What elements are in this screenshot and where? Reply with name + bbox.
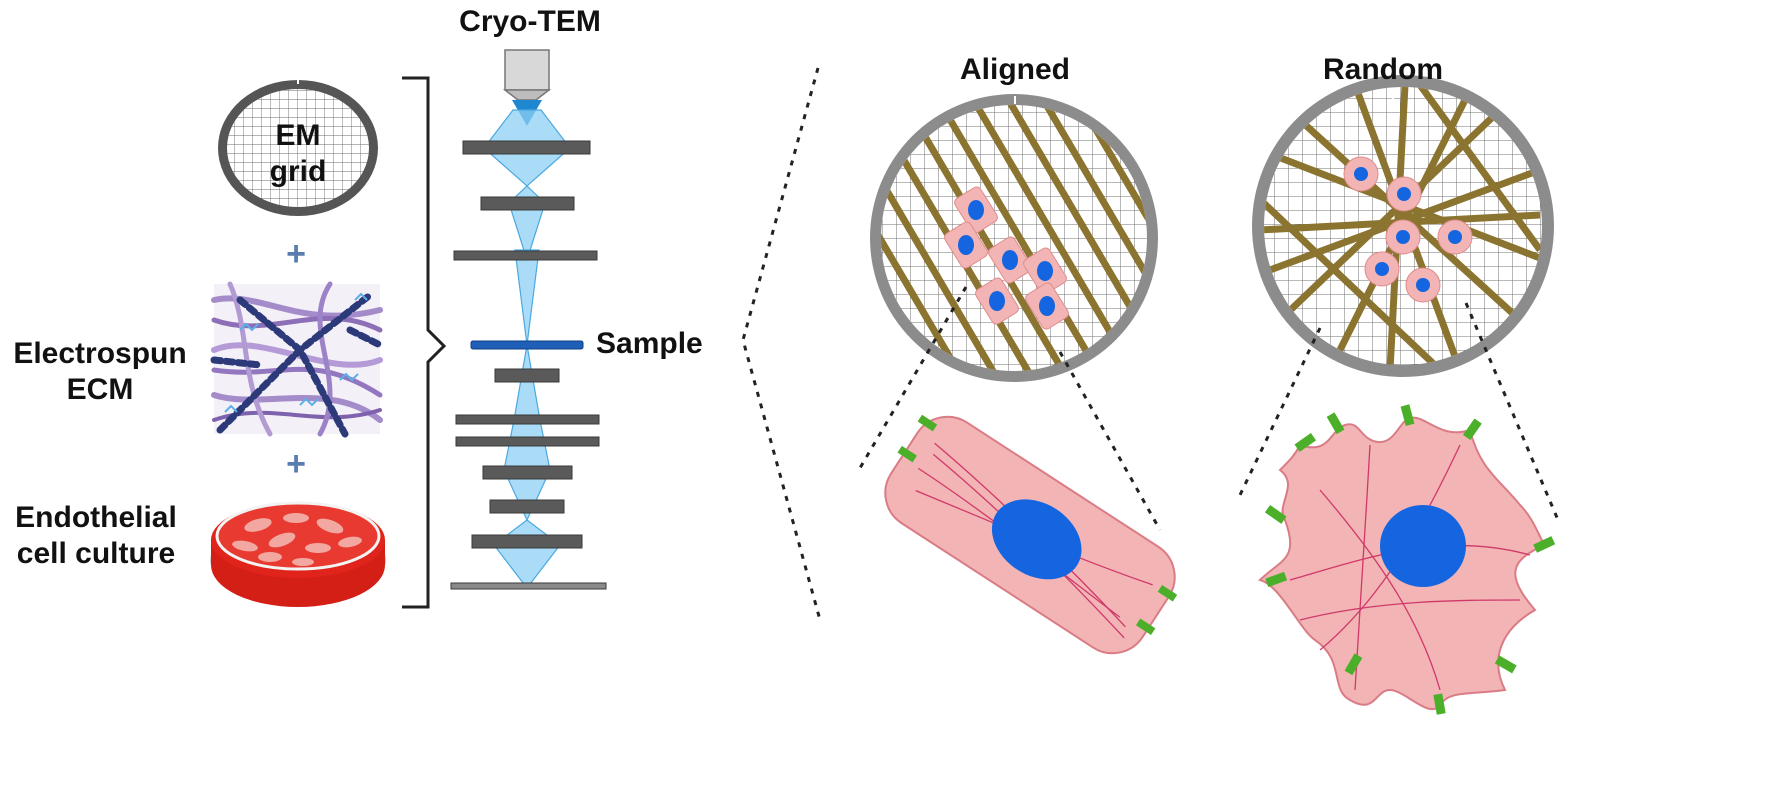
electrospun-label: Electrospun ECM xyxy=(0,336,200,408)
electrospun-label-line1: Electrospun xyxy=(13,337,187,370)
electrospun-label-line2: ECM xyxy=(66,373,134,406)
em-grid-label: EM grid xyxy=(228,118,368,190)
plus-sign: + xyxy=(286,445,306,483)
zoom-line xyxy=(1058,351,1162,531)
cryo-tem-label: Cryo-TEM xyxy=(459,5,601,38)
endothelial-label: Endothelial cell culture xyxy=(0,500,192,572)
aligned-cell-icon xyxy=(884,414,1178,655)
bracket-icon xyxy=(402,76,447,609)
random-cell-icon xyxy=(1258,404,1556,715)
em-grid-label-line1: EM xyxy=(275,119,321,152)
aligned-grid-icon xyxy=(870,94,1158,382)
tem-column xyxy=(450,49,607,590)
random-grid-icon xyxy=(1252,75,1554,377)
random-label: Random xyxy=(1323,53,1443,86)
ecm-fiber-icon xyxy=(210,281,384,438)
sample-bar xyxy=(470,340,584,350)
endothelial-label-line1: Endothelial xyxy=(15,501,177,534)
objective-lens-icon xyxy=(502,49,552,126)
zoom-line xyxy=(1464,302,1560,521)
petri-dish-icon xyxy=(210,501,386,607)
sample-label: Sample xyxy=(596,327,703,360)
endothelial-label-line2: cell culture xyxy=(16,537,176,570)
divider-line xyxy=(741,67,822,621)
plus-sign: + xyxy=(286,235,306,273)
aligned-label: Aligned xyxy=(960,53,1070,86)
em-grid-icon xyxy=(218,78,378,216)
em-grid-label-line2: grid xyxy=(269,155,327,188)
